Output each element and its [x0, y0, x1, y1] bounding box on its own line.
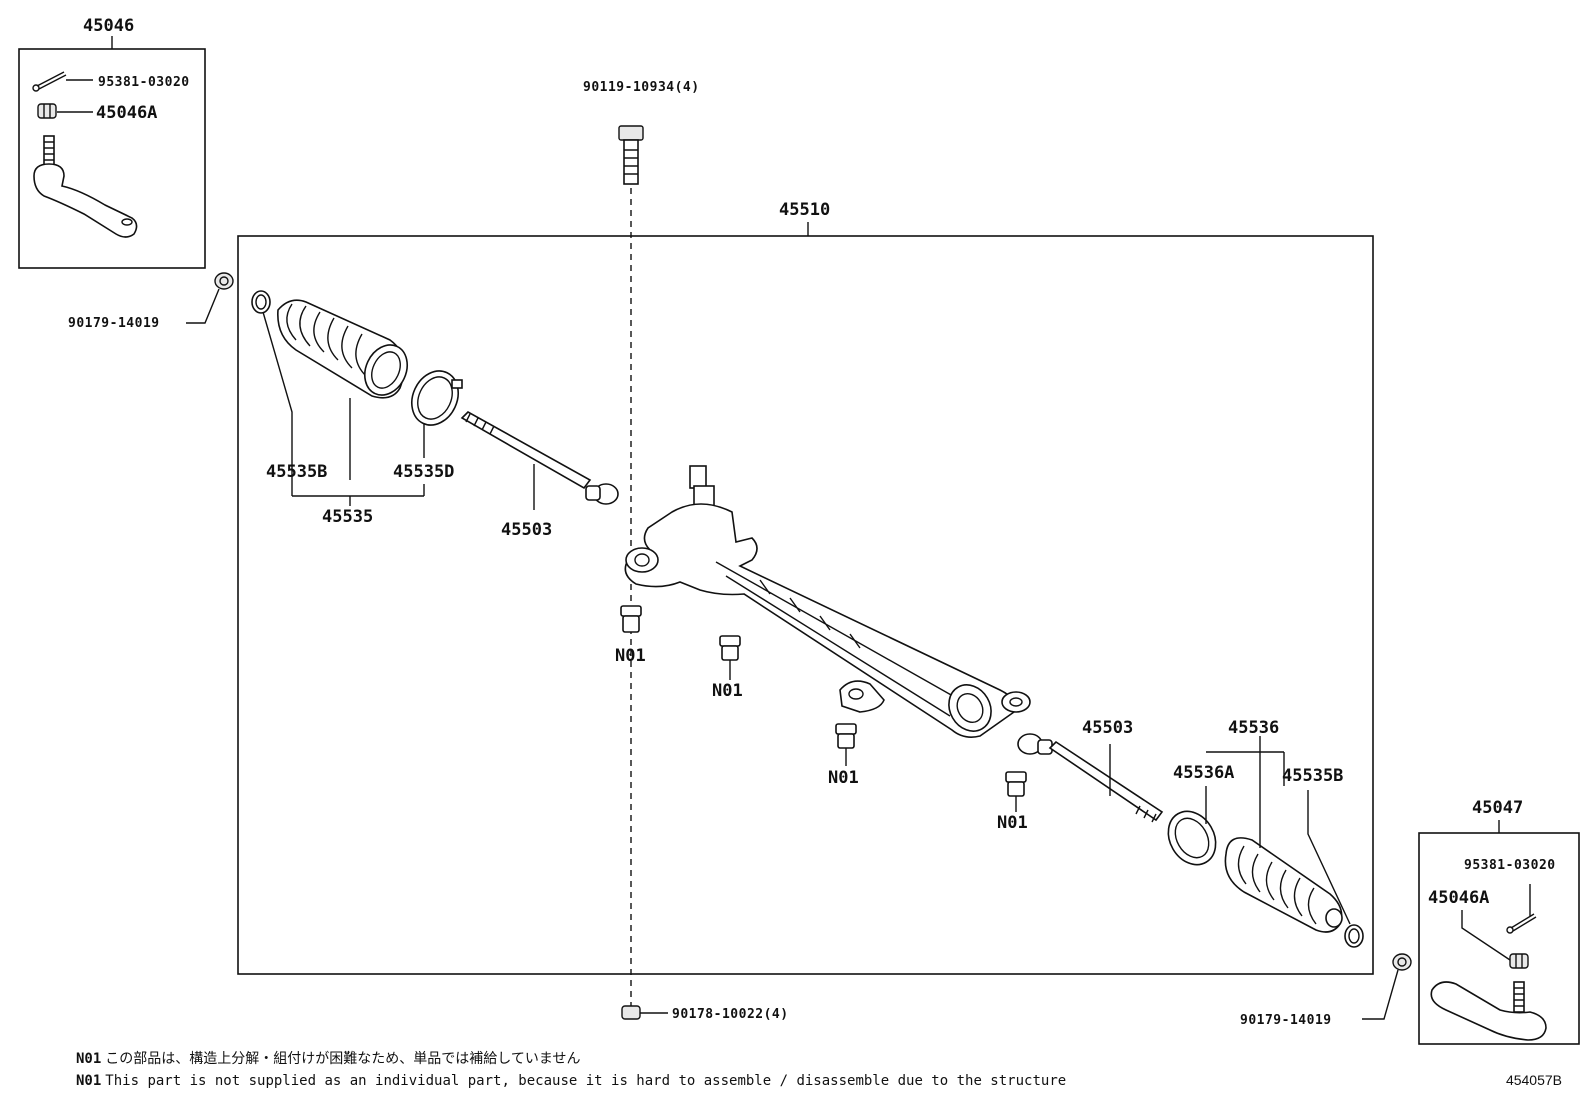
- label-clamp-b-right: 45535B: [1282, 766, 1344, 786]
- note-en-text: This part is not supplied as an individu…: [105, 1073, 1067, 1089]
- label-bolt-top: 90119-10934(4): [583, 80, 700, 95]
- label-clamp-d-left: 45535D: [393, 462, 455, 482]
- nut-left-icon: [37, 103, 93, 119]
- label-rack-assembly: 45510: [779, 200, 831, 220]
- tie-rod-end-right-icon: [1430, 981, 1547, 1041]
- clamp-large-left-icon: [411, 370, 463, 496]
- bolt-top-icon: [618, 125, 644, 185]
- label-inner-rod-right: 45503: [1082, 718, 1134, 738]
- clamp-small-right-icon: [1307, 790, 1364, 948]
- clamp-large-right-icon: [1167, 786, 1217, 866]
- boot-right-icon: [1224, 752, 1343, 933]
- note-jp-text: この部品は、構造上分解・組付けが困難なため、単品では補給していません: [105, 1051, 581, 1067]
- bushing-b-icon: [719, 635, 741, 680]
- rack-housing-icon: [624, 465, 1031, 738]
- label-cotter-pin-right: 95381-03020: [1464, 858, 1556, 873]
- label-nut-left: 45046A: [96, 103, 158, 123]
- nut-right-icon: [1461, 910, 1529, 969]
- nut-bottom-icon: [621, 1005, 668, 1020]
- label-bushing-d: N01: [997, 813, 1028, 833]
- inner-rod-right-icon: [1017, 733, 1164, 823]
- bushing-a-icon: [620, 605, 642, 633]
- note-code: N01: [76, 1073, 102, 1089]
- label-tie-rod-end-left: 45046: [83, 16, 135, 36]
- note-code: N01: [76, 1051, 102, 1067]
- label-nut-outer-left: 90179-14019: [68, 316, 160, 331]
- cotter-pin-right-icon: [1506, 884, 1537, 934]
- label-tie-rod-end-right: 45047: [1472, 798, 1524, 818]
- label-inner-rod-left: 45503: [501, 520, 553, 540]
- bushing-d-icon: [1005, 771, 1027, 812]
- nut-outer-left-icon: [186, 272, 234, 324]
- label-nut-bottom: 90178-10022(4): [672, 1007, 789, 1022]
- box-rack-assembly: [237, 235, 1374, 975]
- label-boot-kit-right: 45536: [1228, 718, 1280, 738]
- clamp-small-left-icon: [251, 290, 424, 497]
- figure-id: 454057B: [1505, 1072, 1562, 1088]
- label-cotter-pin-left: 95381-03020: [98, 75, 190, 90]
- label-boot-kit-left: 45535: [322, 507, 374, 527]
- label-nut-right: 45046A: [1428, 888, 1490, 908]
- label-clamp-b-left: 45535B: [266, 462, 328, 482]
- label-bushing-c: N01: [828, 768, 859, 788]
- cotter-pin-left-icon: [32, 71, 93, 92]
- boot-left-icon: [277, 299, 408, 480]
- tie-rod-end-left-icon: [33, 135, 138, 238]
- label-clamp-a-right: 45536A: [1173, 763, 1235, 783]
- label-bushing-b: N01: [712, 681, 743, 701]
- nut-outer-right-icon: [1362, 953, 1412, 1020]
- label-bushing-a: N01: [615, 646, 646, 666]
- inner-rod-left-icon: [460, 411, 619, 510]
- label-nut-outer-right: 90179-14019: [1240, 1013, 1332, 1028]
- bushing-c-icon: [835, 723, 857, 766]
